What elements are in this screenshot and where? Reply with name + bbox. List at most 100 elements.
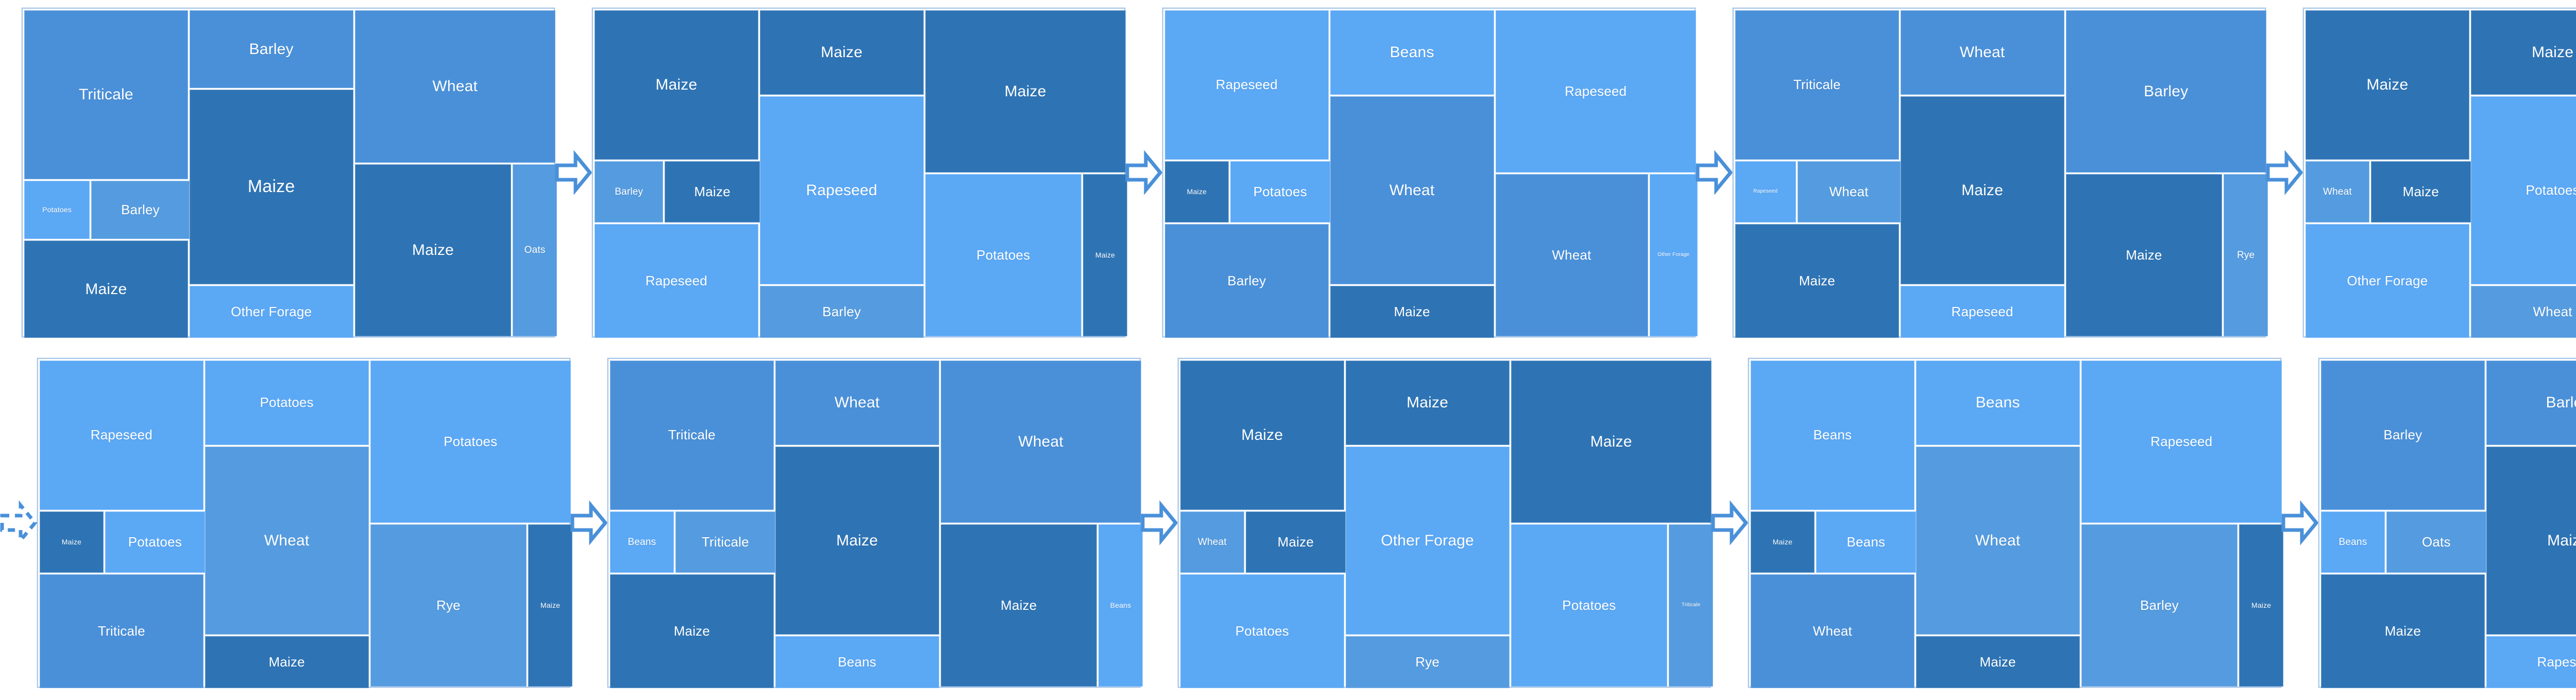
- treemap-cell-maize[interactable]: Maize: [2239, 524, 2283, 687]
- treemap-cell-barley[interactable]: Barley: [2321, 361, 2485, 510]
- treemap-cell-maize[interactable]: Maize: [1083, 174, 1127, 336]
- treemap-cell-triticale[interactable]: Triticale: [675, 511, 775, 573]
- treemap-panel-10[interactable]: BarleyBeansOatsMaizeBarleyMaizeRapeseedW…: [2318, 358, 2576, 688]
- treemap-cell-other-forage[interactable]: Other Forage: [1649, 174, 1698, 336]
- treemap-cell-oats[interactable]: Oats: [513, 164, 557, 336]
- treemap-cell-beans[interactable]: Beans: [1098, 524, 1143, 687]
- treemap-cell-maize[interactable]: Maize: [2306, 10, 2469, 160]
- treemap-cell-maize[interactable]: Maize: [205, 636, 369, 688]
- treemap-cell-wheat[interactable]: Wheat: [1495, 174, 1648, 336]
- treemap-cell-other-forage[interactable]: Other Forage: [2306, 224, 2469, 338]
- treemap-cell-beans[interactable]: Beans: [775, 636, 939, 688]
- treemap-cell-maize[interactable]: Maize: [940, 524, 1097, 687]
- treemap-cell-barley[interactable]: Barley: [1165, 224, 1329, 338]
- treemap-cell-maize[interactable]: Maize: [1245, 511, 1346, 573]
- treemap-cell-maize[interactable]: Maize: [2470, 10, 2576, 95]
- treemap-cell-maize[interactable]: Maize: [2486, 446, 2576, 635]
- treemap-cell-triticale[interactable]: Triticale: [24, 10, 188, 179]
- treemap-cell-barley[interactable]: Barley: [91, 180, 190, 239]
- treemap-cell-beans[interactable]: Beans: [1751, 361, 1914, 510]
- treemap-cell-barley[interactable]: Barley: [189, 10, 353, 89]
- treemap-cell-maize[interactable]: Maize: [2065, 174, 2223, 336]
- treemap-cell-maize[interactable]: Maize: [40, 511, 104, 573]
- treemap-cell-rapeseed[interactable]: Rapeseed: [759, 96, 924, 285]
- treemap-cell-wheat[interactable]: Wheat: [1900, 10, 2064, 95]
- treemap-cell-rapeseed[interactable]: Rapeseed: [1165, 10, 1329, 160]
- treemap-cell-wheat[interactable]: Wheat: [1797, 161, 1901, 223]
- treemap-cell-potatoes[interactable]: Potatoes: [370, 361, 571, 523]
- treemap-cell-potatoes[interactable]: Potatoes: [24, 180, 90, 239]
- treemap-cell-maize[interactable]: Maize: [1735, 224, 1899, 338]
- treemap-cell-wheat[interactable]: Wheat: [940, 361, 1141, 523]
- treemap-cell-beans[interactable]: Beans: [1816, 511, 1916, 573]
- treemap-cell-maize[interactable]: Maize: [528, 524, 572, 687]
- treemap-cell-maize[interactable]: Maize: [189, 90, 353, 285]
- treemap-cell-maize[interactable]: Maize: [1751, 511, 1815, 573]
- treemap-cell-potatoes[interactable]: Potatoes: [1511, 524, 1668, 687]
- treemap-cell-maize[interactable]: Maize: [610, 574, 774, 688]
- treemap-cell-barley[interactable]: Barley: [2081, 524, 2238, 687]
- treemap-cell-other-forage[interactable]: Other Forage: [1345, 446, 1510, 635]
- treemap-cell-wheat[interactable]: Wheat: [1180, 511, 1244, 573]
- treemap-cell-oats[interactable]: Oats: [2386, 511, 2486, 573]
- treemap-cell-barley[interactable]: Barley: [759, 286, 924, 338]
- treemap-cell-triticale[interactable]: Triticale: [1735, 10, 1899, 160]
- treemap-cell-wheat[interactable]: Wheat: [1751, 574, 1914, 688]
- treemap-cell-maize[interactable]: Maize: [2370, 161, 2471, 223]
- treemap-cell-barley[interactable]: Barley: [2486, 361, 2576, 445]
- treemap-cell-maize[interactable]: Maize: [925, 10, 1126, 173]
- treemap-cell-wheat[interactable]: Wheat: [2306, 161, 2369, 223]
- treemap-cell-rapeseed[interactable]: Rapeseed: [1735, 161, 1796, 223]
- treemap-cell-beans[interactable]: Beans: [2321, 511, 2385, 573]
- treemap-cell-potatoes[interactable]: Potatoes: [2470, 96, 2576, 285]
- treemap-cell-maize[interactable]: Maize: [665, 161, 760, 223]
- treemap-cell-triticale[interactable]: Triticale: [40, 574, 204, 688]
- treemap-cell-maize[interactable]: Maize: [759, 10, 924, 95]
- treemap-cell-wheat[interactable]: Wheat: [775, 361, 939, 445]
- treemap-cell-rye[interactable]: Rye: [370, 524, 527, 687]
- treemap-cell-rye[interactable]: Rye: [2224, 174, 2268, 336]
- treemap-cell-potatoes[interactable]: Potatoes: [1230, 161, 1330, 223]
- treemap-cell-maize[interactable]: Maize: [775, 446, 939, 635]
- treemap-cell-wheat[interactable]: Wheat: [1330, 96, 1494, 285]
- treemap-cell-wheat[interactable]: Wheat: [1916, 446, 2080, 635]
- treemap-cell-wheat[interactable]: Wheat: [205, 446, 369, 635]
- treemap-cell-maize[interactable]: Maize: [1511, 361, 1711, 523]
- treemap-cell-rapeseed[interactable]: Rapeseed: [40, 361, 204, 510]
- treemap-cell-beans[interactable]: Beans: [1916, 361, 2080, 445]
- treemap-cell-rapeseed[interactable]: Rapeseed: [595, 224, 758, 338]
- treemap-cell-maize[interactable]: Maize: [24, 240, 188, 338]
- treemap-cell-potatoes[interactable]: Potatoes: [1180, 574, 1344, 688]
- treemap-cell-beans[interactable]: Beans: [610, 511, 674, 573]
- treemap-cell-maize[interactable]: Maize: [1165, 161, 1229, 223]
- treemap-cell-rapeseed[interactable]: Rapeseed: [2081, 361, 2282, 523]
- treemap-cell-wheat[interactable]: Wheat: [2470, 286, 2576, 338]
- treemap-cell-maize[interactable]: Maize: [2321, 574, 2485, 688]
- treemap-cell-potatoes[interactable]: Potatoes: [205, 361, 369, 445]
- treemap-cell-maize[interactable]: Maize: [354, 164, 512, 336]
- treemap-cell-barley[interactable]: Barley: [595, 161, 664, 223]
- treemap-cell-rapeseed[interactable]: Rapeseed: [1900, 286, 2064, 338]
- treemap-cell-other-forage[interactable]: Other Forage: [189, 286, 353, 338]
- treemap-cell-maize[interactable]: Maize: [1916, 636, 2080, 688]
- treemap-cell-triticale[interactable]: Triticale: [1669, 524, 1713, 687]
- treemap-cell-beans[interactable]: Beans: [1330, 10, 1494, 95]
- treemap-cell-maize[interactable]: Maize: [1180, 361, 1344, 510]
- treemap-cell-potatoes[interactable]: Potatoes: [925, 174, 1082, 336]
- treemap-cell-triticale[interactable]: Triticale: [610, 361, 774, 510]
- treemap-cell-barley[interactable]: Barley: [2065, 10, 2266, 173]
- treemap-cell-maize[interactable]: Maize: [1330, 286, 1494, 338]
- treemap-cell-potatoes[interactable]: Potatoes: [105, 511, 205, 573]
- treemap-cell-wheat[interactable]: Wheat: [354, 10, 555, 163]
- treemap-cell-rye[interactable]: Rye: [1345, 636, 1510, 688]
- treemap-cell-maize[interactable]: Maize: [1900, 96, 2064, 285]
